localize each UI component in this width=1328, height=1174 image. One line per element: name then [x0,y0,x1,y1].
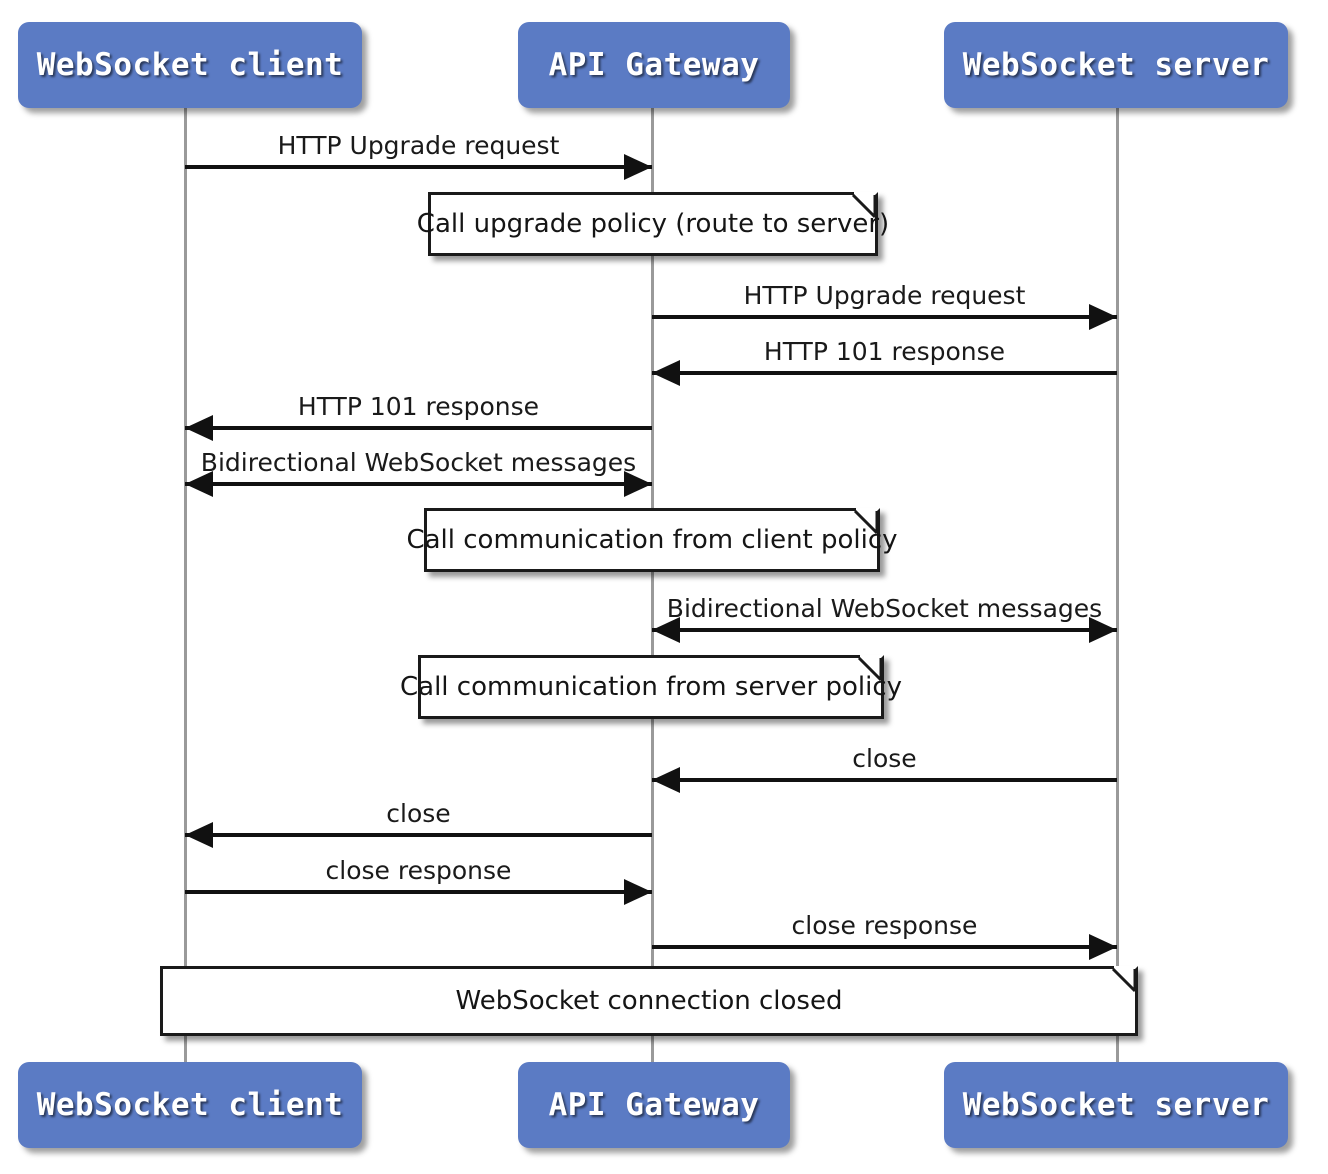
participant-header-server-label: WebSocket server [962,47,1270,83]
note-label: Call communication from client policy [406,525,898,555]
lifeline-server [1116,107,1119,1063]
arrowhead-right-icon [624,471,652,497]
note-label: WebSocket connection closed [455,986,843,1016]
participant-header-server[interactable]: WebSocket server [944,22,1288,108]
message-label: HTTP 101 response [763,337,1006,366]
message-line [652,945,1117,949]
arrowhead-right-icon [1089,304,1117,330]
note-label: Call communication from server policy [400,672,903,702]
arrowhead-left-icon [652,617,680,643]
arrowhead-right-icon [1089,934,1117,960]
participant-footer-client[interactable]: WebSocket client [18,1062,362,1148]
arrowhead-left-icon [185,415,213,441]
message-line [185,833,652,837]
message-label: Bidirectional WebSocket messages [200,448,637,477]
message-line [652,628,1117,632]
message-line [652,315,1117,319]
message-line [185,165,652,169]
participant-header-client[interactable]: WebSocket client [18,22,362,108]
message-label: close response [325,856,512,885]
lifeline-gateway [651,107,654,1063]
participant-footer-server-label: WebSocket server [962,1087,1270,1123]
message-line [652,371,1117,375]
note-call-upgrade-policy: Call upgrade policy (route to server) [417,192,889,256]
note-label: Call upgrade policy (route to server) [416,209,890,239]
participant-footer-server[interactable]: WebSocket server [944,1062,1288,1148]
arrowhead-left-icon [652,767,680,793]
note-call-communication-from-server-policy: Call communication from server policy [400,655,902,719]
arrowhead-left-icon [185,822,213,848]
message-label: close [852,744,917,773]
participant-footer-gateway[interactable]: API Gateway [518,1062,790,1148]
message-label: HTTP Upgrade request [743,281,1026,310]
participant-footer-gateway-label: API Gateway [548,1087,760,1123]
note-websocket-connection-closed: WebSocket connection closed [160,966,1138,1036]
note-fold-icon [1114,966,1138,990]
message-line [185,890,652,894]
message-label: close response [791,911,978,940]
message-label: HTTP 101 response [297,392,540,421]
participant-header-gateway[interactable]: API Gateway [518,22,790,108]
participant-header-gateway-label: API Gateway [548,47,760,83]
participant-header-client-label: WebSocket client [36,47,344,83]
lifeline-client [184,107,187,1063]
message-line [652,778,1117,782]
note-call-communication-from-client-policy: Call communication from client policy [406,508,898,572]
participant-footer-client-label: WebSocket client [36,1087,344,1123]
arrowhead-right-icon [624,879,652,905]
arrowhead-left-icon [185,471,213,497]
message-line [185,482,652,486]
message-label: HTTP Upgrade request [277,131,560,160]
message-label: close [386,799,451,828]
arrowhead-right-icon [624,154,652,180]
message-label: Bidirectional WebSocket messages [666,594,1103,623]
message-line [185,426,652,430]
arrowhead-right-icon [1089,617,1117,643]
arrowhead-left-icon [652,360,680,386]
